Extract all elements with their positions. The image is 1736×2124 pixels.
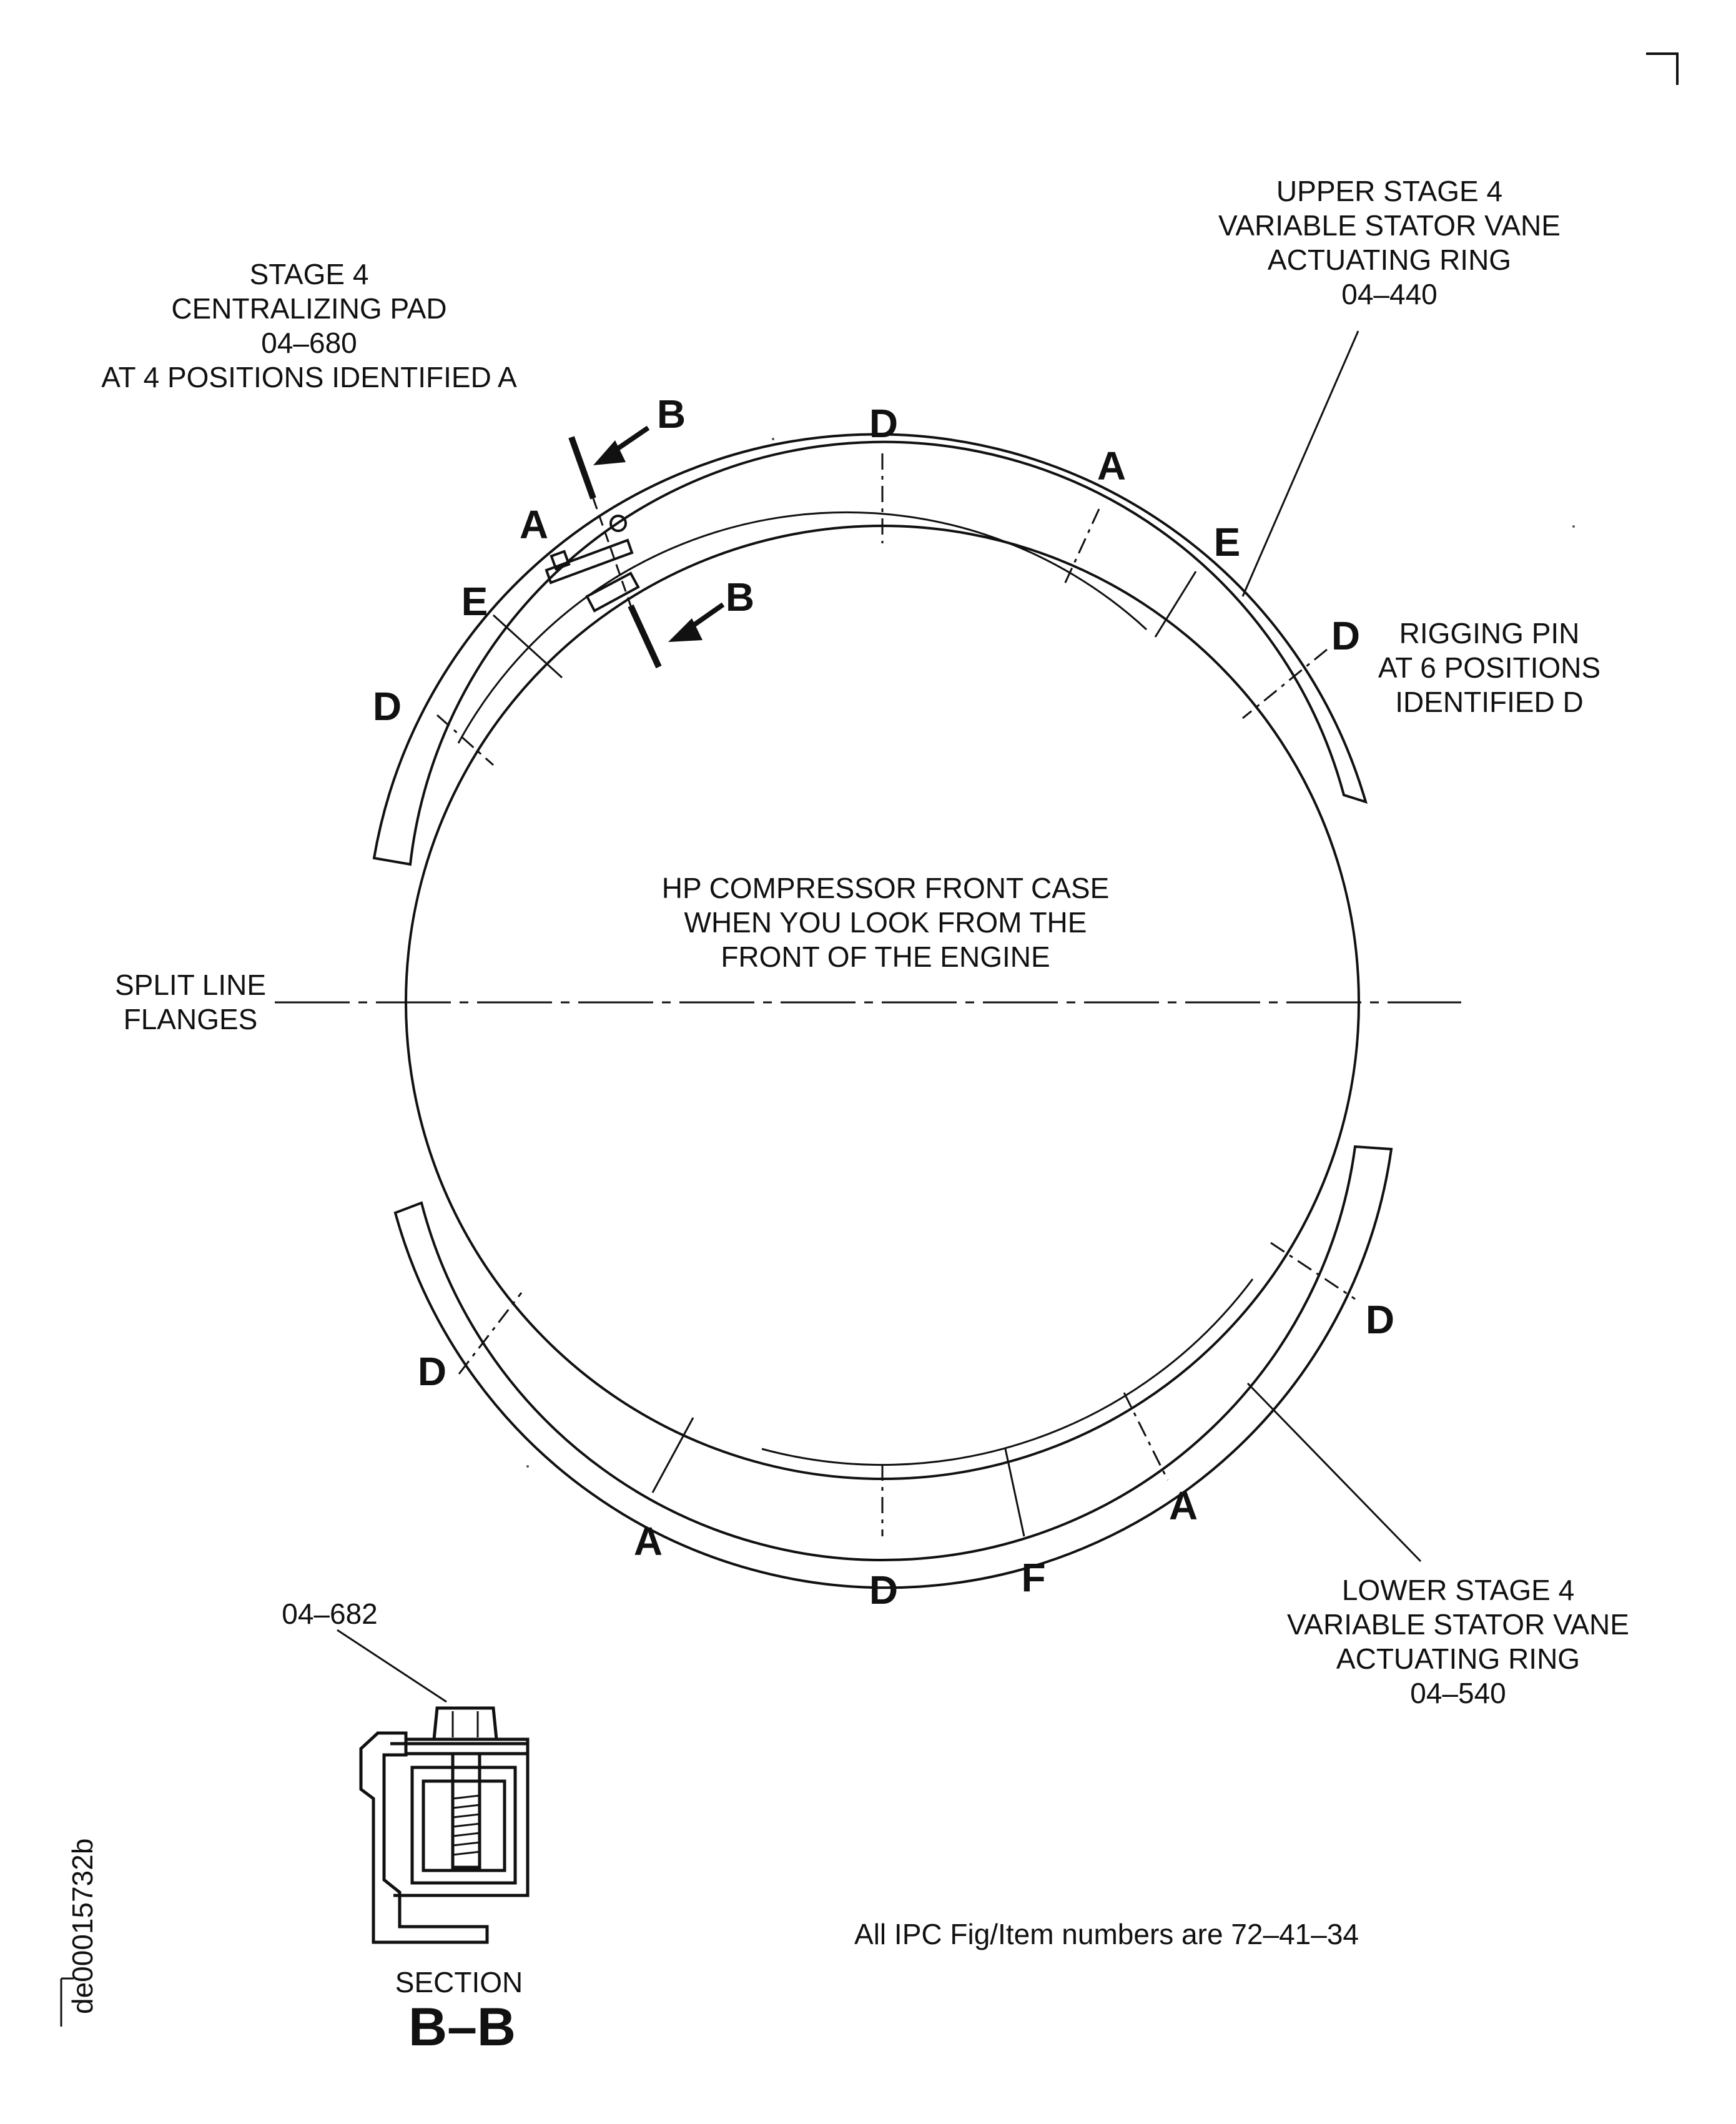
section-cut-line bbox=[568, 425, 725, 669]
lower-ring-label-line: LOWER STAGE 4 bbox=[1342, 1574, 1574, 1606]
section-clip bbox=[422, 1779, 506, 1872]
tick-a-upper-right bbox=[1063, 508, 1100, 585]
tick-d-upper-right bbox=[1242, 648, 1328, 719]
lower-ring-label-line: VARIABLE STATOR VANE bbox=[1287, 1608, 1629, 1641]
pad-label-line: AT 4 POSITIONS IDENTIFIED A bbox=[101, 361, 517, 393]
letter-d-top: D bbox=[869, 401, 898, 446]
upper-ring-label: UPPER STAGE 4 VARIABLE STATOR VANE ACTUA… bbox=[1218, 175, 1561, 310]
cut-arrow-lower-head bbox=[668, 618, 703, 642]
letter-d-lower-left: D bbox=[418, 1349, 446, 1394]
letter-a-lower-left: A bbox=[634, 1519, 663, 1564]
letter-d-lower-right: D bbox=[1366, 1297, 1394, 1342]
drawing-id-bracket bbox=[60, 1977, 74, 2027]
lower-ring-band bbox=[393, 1145, 1393, 1589]
pad-block bbox=[585, 571, 640, 613]
cut-line-dashed bbox=[592, 498, 632, 606]
upper-ring-label-line: UPPER STAGE 4 bbox=[1276, 175, 1502, 207]
compressor-case-label: HP COMPRESSOR FRONT CASE WHEN YOU LOOK F… bbox=[662, 872, 1110, 973]
tick-f-lower bbox=[1004, 1448, 1025, 1537]
pad-label-line: STAGE 4 bbox=[250, 258, 369, 290]
pad-plate bbox=[545, 538, 634, 585]
upper-ring-inner-line bbox=[457, 511, 1148, 744]
section-body-outline bbox=[359, 1731, 489, 1944]
rigging-pin-label-line: AT 6 POSITIONS bbox=[1378, 651, 1600, 684]
split-line-label: SPLIT LINE FLANGES bbox=[115, 969, 266, 1035]
letter-e-top-right: E bbox=[1214, 520, 1241, 565]
tick-d-upper-left bbox=[436, 714, 494, 766]
letter-a-left: A bbox=[520, 502, 548, 547]
ring-tick-marks bbox=[436, 508, 1356, 1537]
tick-e-upper-left bbox=[492, 614, 563, 679]
lower-ring-label-line: ACTUATING RING bbox=[1336, 1642, 1580, 1675]
letter-b-top: B bbox=[657, 392, 686, 437]
scan-dot bbox=[1572, 525, 1575, 528]
cut-bar-upper bbox=[568, 436, 596, 500]
split-line-label-line: FLANGES bbox=[124, 1003, 258, 1035]
case-label-line: FRONT OF THE ENGINE bbox=[721, 941, 1050, 973]
letter-d-bottom: D bbox=[869, 1568, 898, 1613]
upper-ring-label-line: 04–440 bbox=[1341, 278, 1438, 310]
tick-e-upper-right bbox=[1154, 571, 1197, 638]
drawing-id-group: de00015732b bbox=[66, 1839, 99, 2014]
scan-dot bbox=[526, 1465, 529, 1468]
split-line-label-line: SPLIT LINE bbox=[115, 969, 266, 1001]
case-label-line: HP COMPRESSOR FRONT CASE bbox=[662, 872, 1110, 904]
scan-dot bbox=[772, 438, 774, 440]
upper-ring-band bbox=[372, 433, 1368, 866]
lower-ring-label: LOWER STAGE 4 VARIABLE STATOR VANE ACTUA… bbox=[1287, 1574, 1629, 1709]
tick-d-lower-left bbox=[458, 1292, 523, 1375]
lower-ring-inner-line bbox=[761, 1278, 1254, 1466]
leader-lower-ring bbox=[1246, 1382, 1422, 1563]
section-title: SECTION bbox=[395, 1966, 523, 1998]
letter-e-left: E bbox=[461, 579, 488, 624]
leader-lines bbox=[337, 330, 1422, 1703]
letter-a-lower-right: A bbox=[1169, 1483, 1198, 1528]
section-bolt-head bbox=[432, 1706, 498, 1741]
centralizing-pad-label: STAGE 4 CENTRALIZING PAD 04–680 AT 4 POS… bbox=[101, 258, 517, 393]
letter-d-right: D bbox=[1331, 613, 1360, 658]
pad-label-line: CENTRALIZING PAD bbox=[171, 292, 446, 325]
letter-d-left: D bbox=[373, 684, 402, 729]
leader-upper-ring bbox=[1241, 330, 1359, 597]
position-letters: B B D A E D A E D D A D F A D bbox=[373, 392, 1394, 1613]
centralizing-pad-detail bbox=[545, 515, 640, 613]
lower-ring-label-line: 04–540 bbox=[1410, 1677, 1506, 1709]
letter-a-top-right: A bbox=[1097, 443, 1126, 488]
ipc-note: All IPC Fig/Item numbers are 72–41–34 bbox=[854, 1918, 1359, 1950]
drawing-id: de00015732b bbox=[66, 1839, 99, 2014]
section-outer-channel bbox=[390, 1742, 530, 1897]
rigging-pin-label-line: RIGGING PIN bbox=[1399, 617, 1580, 650]
tick-a-lower-right bbox=[1123, 1392, 1169, 1481]
cut-arrow-upper-head bbox=[593, 440, 626, 465]
cut-bar-lower bbox=[628, 604, 662, 669]
corner-mark bbox=[1646, 52, 1679, 85]
tick-a-lower-left bbox=[651, 1417, 694, 1493]
section-bolt-shank bbox=[451, 1752, 481, 1869]
section-id: B–B bbox=[408, 1997, 516, 2057]
section-bb-drawing bbox=[359, 1706, 530, 1944]
letter-b-mid: B bbox=[726, 575, 754, 620]
bolt-part-label: 04–682 bbox=[282, 1598, 378, 1630]
pad-label-line: 04–680 bbox=[261, 327, 357, 359]
upper-ring-label-line: ACTUATING RING bbox=[1268, 244, 1511, 276]
rigging-pin-label: RIGGING PIN AT 6 POSITIONS IDENTIFIED D bbox=[1378, 617, 1600, 718]
pad-bolt-left bbox=[550, 550, 571, 571]
rigging-pin-label-line: IDENTIFIED D bbox=[1395, 686, 1584, 718]
upper-ring-label-line: VARIABLE STATOR VANE bbox=[1218, 209, 1561, 242]
letter-f-bottom: F bbox=[1021, 1555, 1045, 1600]
section-washer bbox=[404, 1737, 530, 1756]
case-label-line: WHEN YOU LOOK FROM THE bbox=[684, 906, 1087, 939]
leader-bolt bbox=[337, 1629, 447, 1703]
section-bolt-threads bbox=[452, 1794, 480, 1856]
section-bolt-head-lines bbox=[451, 1711, 479, 1737]
pad-bolt-right bbox=[609, 515, 627, 532]
